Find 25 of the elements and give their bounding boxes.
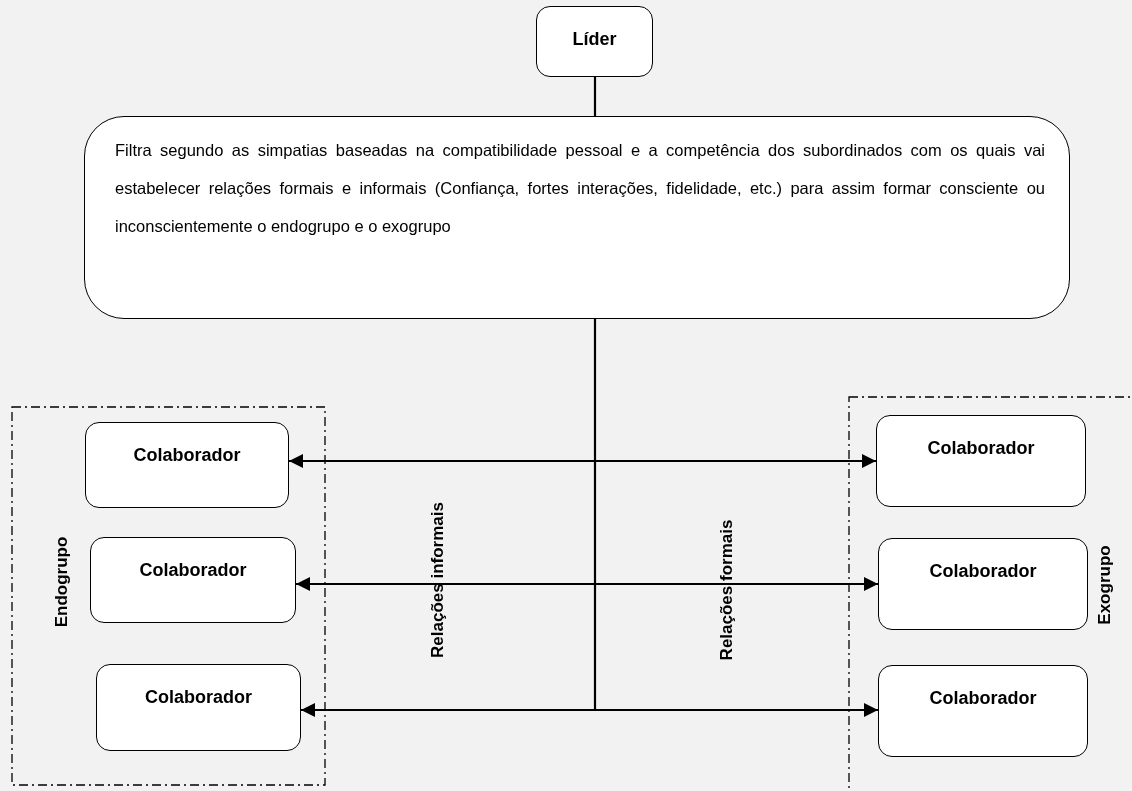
group-title: Endogrupo: [52, 536, 72, 628]
double-arrow: [301, 703, 878, 717]
box-title: Líder: [571, 29, 618, 50]
box-title: Colaborador: [928, 561, 1038, 582]
box-title: Colaborador: [926, 438, 1036, 459]
box-title: Colaborador: [144, 687, 253, 708]
box-title: Colaborador: [132, 445, 242, 466]
rounded-box: [878, 538, 1088, 630]
rounded-box: [90, 537, 296, 623]
vertical-label: Relações informais: [428, 502, 448, 658]
rounded-text-box: [84, 116, 1070, 319]
rounded-box: [536, 6, 653, 77]
rounded-box: [876, 415, 1086, 507]
rounded-box: [85, 422, 289, 508]
connector-line: [593, 319, 597, 710]
rounded-box: [96, 664, 301, 751]
vertical-label: Relações formais: [717, 519, 737, 661]
box-title: Colaborador: [138, 560, 248, 581]
rounded-box: [878, 665, 1088, 757]
double-arrow: [296, 577, 878, 591]
box-title: Colaborador: [928, 688, 1038, 709]
connector-line: [593, 77, 597, 116]
description-text: Filtra segundo as simpatias baseadas na compatibilidade pessoal e a competência dos subordinados com os quais vai estabelecer relações formais e informais (Confiança, fortes interações, fidelidade, etc.) para assim formar consciente ou inconscientemente o endogrupo e o exogrupo: [115, 140, 1045, 237]
group-title: Exogrupo: [1095, 545, 1115, 625]
double-arrow: [289, 454, 876, 468]
